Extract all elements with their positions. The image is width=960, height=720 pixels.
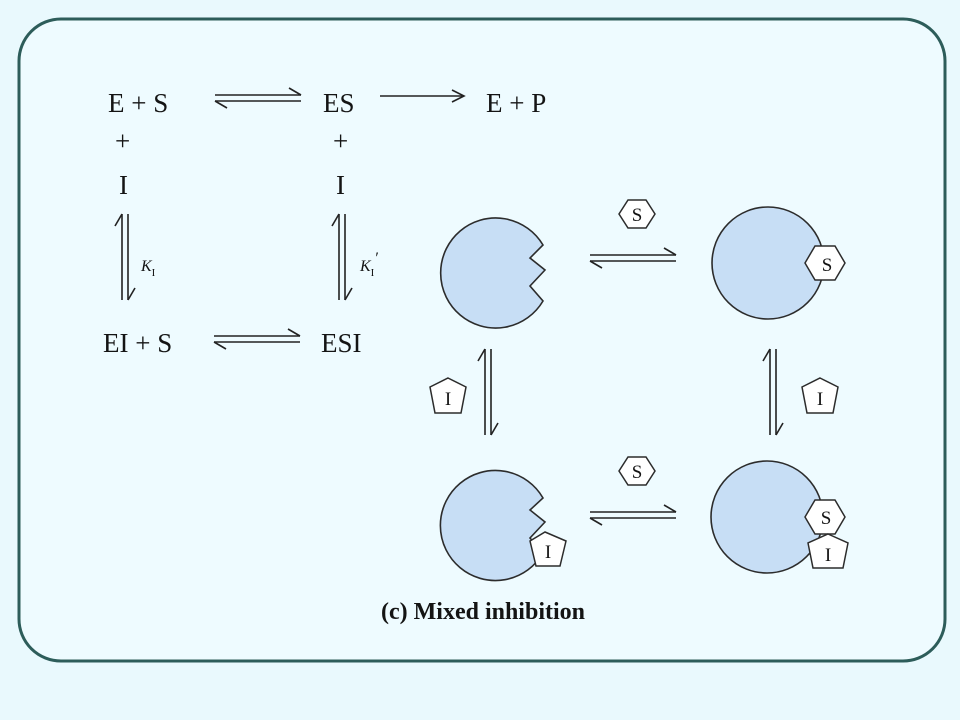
enzyme-inhibitor-complex: I: [439, 469, 567, 582]
ki-prime-label: KI′: [359, 250, 378, 279]
inhibitor-pentagon-free-right: [801, 377, 839, 414]
scheme-inhibitor-left: I: [119, 170, 128, 200]
scheme-e-plus-p: E + P: [486, 88, 546, 118]
mechanism-cartoon: S I S I S S I: [429, 199, 849, 582]
inhibitor-pentagon-bound: [529, 531, 567, 567]
inhibitor-pentagon-esi: [807, 533, 849, 569]
cartoon-arrow-es-esi: I: [762, 348, 839, 436]
cartoon-arrow-ei-esi: S: [589, 456, 677, 526]
enzyme-substrate-inhibitor-complex: S I: [710, 460, 849, 574]
scheme-inhibitor-right: I: [336, 170, 345, 200]
scheme-plus-left: +: [115, 126, 130, 156]
substrate-label-free-top: S: [632, 205, 643, 226]
inhibitor-label-free-right: I: [817, 389, 823, 410]
substrate-hexagon-bound: [804, 245, 846, 281]
substrate-label-es: S: [822, 255, 833, 276]
ki-label: KI: [140, 258, 156, 279]
enzyme-substrate-complex: S: [711, 206, 846, 320]
cartoon-arrow-e-ei: I: [429, 348, 499, 436]
substrate-hexagon-free-top: [618, 199, 656, 229]
scheme-ei-plus-s: EI + S: [103, 328, 172, 358]
cartoon-arrow-e-es: S: [589, 199, 677, 269]
scheme-plus-right: +: [333, 126, 348, 156]
scheme-e-plus-s: E + S: [108, 88, 168, 118]
substrate-hexagon-free-bottom: [618, 456, 656, 486]
inhibitor-label-ei: I: [545, 542, 551, 563]
enzyme-free: [439, 217, 547, 329]
reaction-scheme: E + S ES E + P + + I I KI KI′ EI + S ESI: [103, 87, 546, 358]
inhibitor-label-esi: I: [825, 545, 831, 566]
inhibitor-label-free-left: I: [445, 389, 451, 410]
figure-caption: (c) Mixed inhibition: [381, 599, 585, 625]
scheme-es: ES: [323, 88, 355, 118]
substrate-label-esi: S: [821, 508, 832, 529]
forward-arrow-product: [380, 89, 466, 103]
inhibitor-pentagon-free-left: [429, 377, 467, 414]
scheme-esi: ESI: [321, 328, 362, 358]
substrate-hexagon-esi: [804, 499, 846, 535]
substrate-label-free-bottom: S: [632, 462, 643, 483]
